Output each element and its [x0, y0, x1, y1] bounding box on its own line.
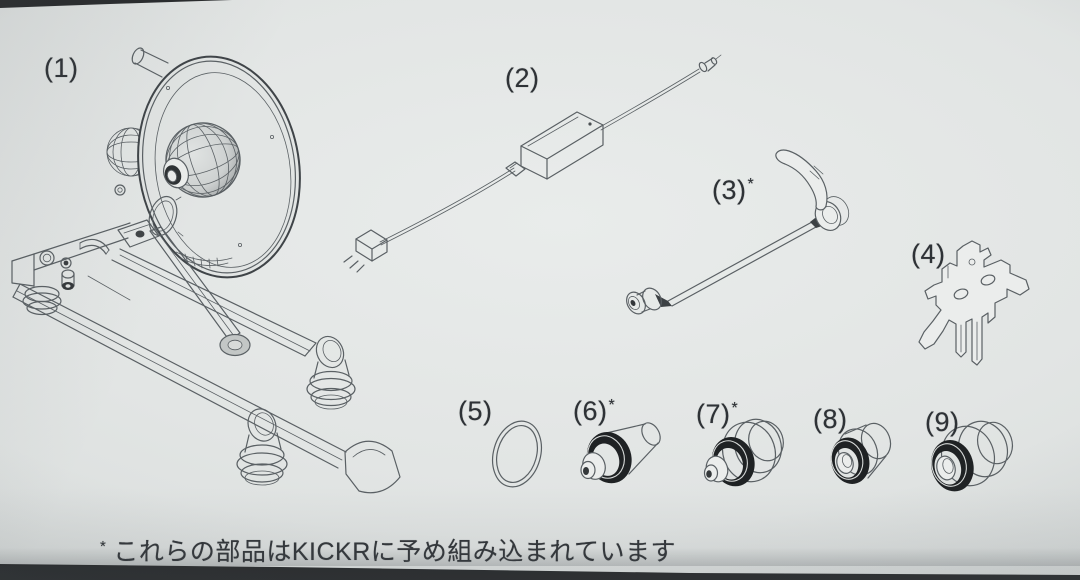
footnote-asterisk: * [100, 538, 107, 555]
rear-leg-tube [111, 248, 317, 357]
ac-cord-edge [380, 170, 516, 246]
adapter-8-drawing [830, 422, 892, 484]
footnote: * これらの部品はKICKRに予め組み込まれています [100, 532, 676, 568]
power-brick [520, 111, 604, 180]
spacer-ring-drawing [491, 420, 543, 488]
cord-collar [505, 161, 526, 177]
part-label-3-asterisk: * [747, 176, 755, 193]
bottom-edge-fade [0, 548, 1080, 566]
carry-handle [131, 47, 169, 78]
dc-cord [599, 68, 700, 128]
bracket-hole-right [980, 274, 996, 286]
part-label-2-text: (2) [505, 63, 540, 93]
part-label-5-text: (5) [458, 396, 493, 426]
part-label-1: (1) [44, 53, 80, 84]
part-label-7-asterisk: * [731, 400, 739, 417]
part-label-3: (3)* [712, 175, 754, 206]
adapter-6-drawing [580, 422, 661, 484]
part-label-7: (7)* [696, 399, 738, 430]
part-label-8: (8) [813, 404, 849, 435]
part-label-5: (5) [458, 396, 494, 427]
part-label-8-text: (8) [813, 404, 848, 434]
trainer-unit-drawing [11, 47, 401, 494]
front-leg-tube [12, 283, 401, 494]
footnote-text: これらの部品はKICKRに予め組み込まれています [113, 538, 676, 566]
part-label-2: (2) [505, 63, 541, 94]
part-label-3-text: (3) [712, 175, 747, 205]
part-label-7-text: (7) [696, 399, 731, 429]
bracket-body [918, 240, 1030, 366]
part-label-4: (4) [911, 239, 947, 270]
dc-connector [698, 54, 722, 73]
photo-top-edge [0, 0, 232, 8]
dc-cord-edge [600, 71, 701, 131]
part-label-6-asterisk: * [608, 397, 616, 414]
frame-base [11, 219, 160, 316]
wall-plug [343, 229, 388, 273]
quick-release-skewer-drawing [626, 149, 850, 315]
part-label-9: (9) [925, 407, 961, 438]
part-label-4-text: (4) [911, 239, 946, 269]
photo-bottom-edge [0, 564, 1080, 580]
skewer-nut [626, 287, 672, 315]
part-label-6: (6)* [573, 396, 615, 427]
support-arm [149, 226, 251, 357]
adapter-7-drawing [703, 418, 784, 487]
adapter-9-drawing [930, 420, 1014, 492]
power-supply-drawing [343, 54, 722, 273]
skewer-rod [667, 221, 813, 302]
disc-port [148, 195, 184, 237]
cam-lever [775, 149, 828, 211]
part-label-1-text: (1) [44, 53, 79, 83]
bracket-drawing [918, 240, 1030, 366]
bracket-hole-left [953, 288, 969, 300]
part-label-6-text: (6) [573, 396, 608, 426]
bracket-hole-top [968, 258, 976, 266]
eyelet [114, 184, 126, 196]
skewer-rod-edge [671, 226, 817, 307]
front-foot [236, 408, 288, 486]
part-label-9-text: (9) [925, 407, 960, 437]
rear-foot [306, 335, 356, 410]
ac-cord [379, 167, 515, 243]
hub-axle [163, 157, 189, 189]
